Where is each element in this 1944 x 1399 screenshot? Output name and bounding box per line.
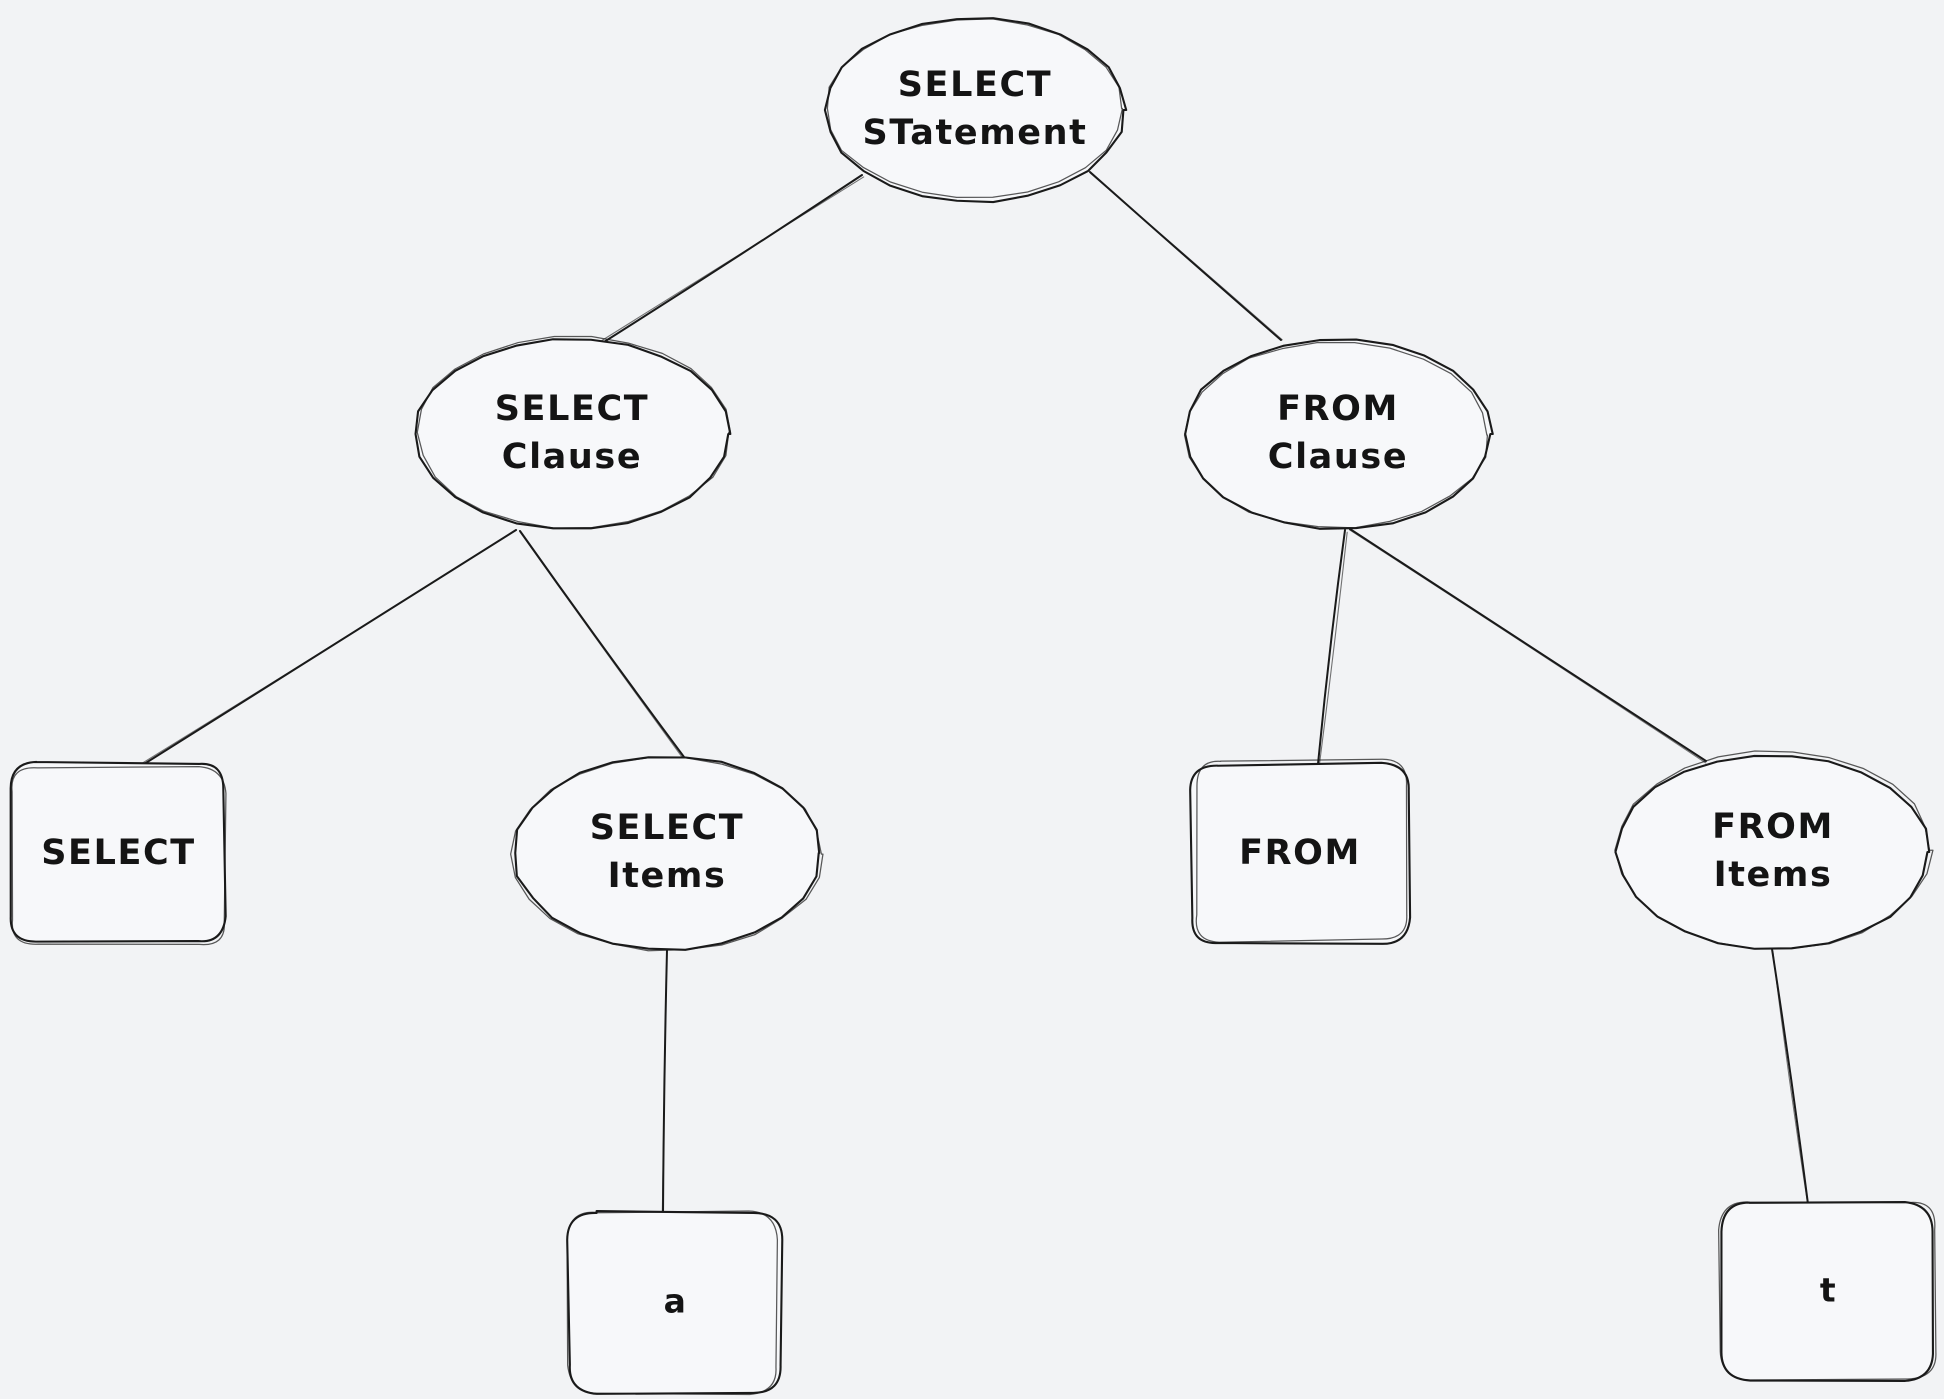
node-ellipse-sketch-pass	[416, 335, 732, 529]
node-rect-outline	[1721, 1202, 1933, 1381]
node-label-line: SELECT	[41, 833, 196, 873]
edge-select-items-a[interactable]	[661, 949, 668, 1215]
node-label-line: SELECT	[590, 808, 745, 848]
edge-from-items-t[interactable]	[1771, 948, 1809, 1207]
node-select-terminal[interactable]: SELECT	[11, 762, 227, 946]
node-rect-sketch-pass	[1195, 758, 1408, 943]
node-label-line: SELECT	[898, 65, 1053, 105]
nodes-layer: SELECTSTatementSELECTClauseFROMClauseSEL…	[11, 18, 1937, 1396]
node-label-line: FROM	[1712, 807, 1834, 847]
node-ellipse-outline	[515, 757, 819, 950]
edge-from-clause-from-items[interactable]	[1348, 528, 1707, 764]
node-terminal-a[interactable]: a	[566, 1210, 782, 1396]
node-label-line: STatement	[863, 113, 1088, 153]
node-ellipse-sketch-pass	[1614, 750, 1934, 950]
edge-select-clause-select-items[interactable]	[519, 530, 685, 759]
node-rect-sketch-pass	[11, 765, 227, 946]
node-label-line: Clause	[502, 437, 642, 477]
node-select-statement[interactable]: SELECT STatement	[825, 18, 1126, 202]
node-ellipse-sketch-pass	[1183, 341, 1489, 529]
node-ellipse-outline	[1615, 756, 1929, 949]
node-label-line: FROM	[1277, 389, 1399, 429]
node-from-clause[interactable]: FROM Clause	[1183, 340, 1493, 529]
node-rect-sketch-pass	[1718, 1201, 1937, 1381]
node-label-line: SELECT	[495, 389, 650, 429]
node-label-line: Items	[608, 856, 727, 896]
node-label-line: a	[664, 1282, 687, 1321]
node-ellipse-sketch-pass	[510, 757, 824, 952]
node-label-line: Clause	[1268, 437, 1408, 477]
edge-root-from-clause[interactable]	[1089, 171, 1283, 341]
edge-from-clause-from-terminal[interactable]	[1317, 529, 1348, 766]
node-label-line: Items	[1714, 855, 1833, 895]
edge-select-clause-select-terminal[interactable]	[138, 529, 518, 767]
edges-layer	[138, 171, 1809, 1215]
node-select-clause[interactable]: SELECT Clause	[416, 335, 732, 529]
node-select-items[interactable]: SELECT Items	[510, 757, 824, 952]
node-rect-outline	[11, 762, 226, 942]
node-from-items[interactable]: FROM Items	[1614, 750, 1934, 950]
node-label-line: t	[1820, 1271, 1836, 1310]
node-ellipse-outline	[416, 339, 731, 528]
edge-root-select-clause[interactable]	[601, 174, 865, 343]
node-rect-sketch-pass	[566, 1210, 779, 1396]
node-ellipse-sketch-pass	[826, 18, 1124, 198]
node-from-terminal[interactable]: FROM	[1190, 758, 1410, 944]
node-terminal-t[interactable]: t	[1718, 1201, 1937, 1381]
node-label-line: FROM	[1239, 833, 1361, 873]
